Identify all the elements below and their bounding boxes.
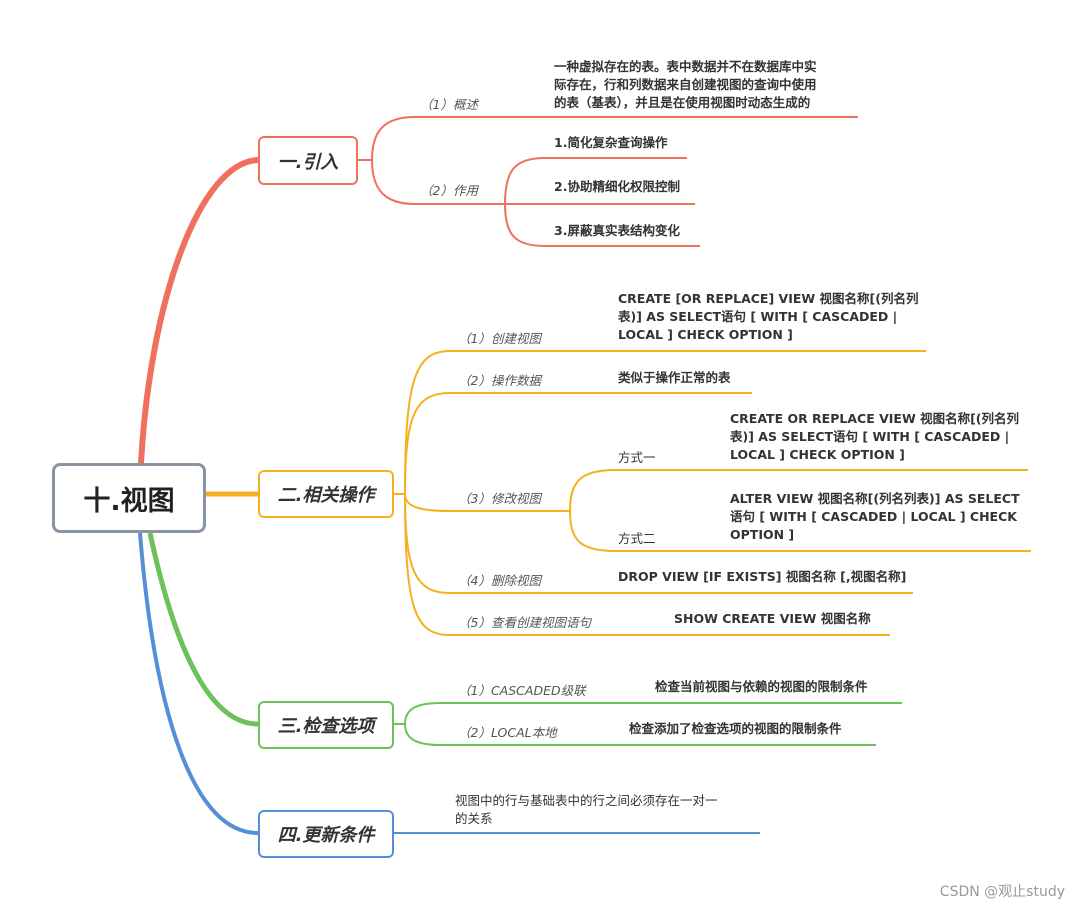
label-alter-view: （3）修改视图 — [458, 491, 541, 506]
label-overview: （1）概述 — [420, 97, 478, 112]
local-text: 检查添加了检查选项的视图的限制条件 — [629, 721, 842, 736]
label-method-1: 方式一 — [618, 450, 656, 465]
label-drop-view: （4）删除视图 — [458, 573, 541, 588]
branch-intro[interactable]: 一.引入 — [258, 136, 358, 185]
purpose-item-2: 2.协助精细化权限控制 — [554, 179, 680, 194]
root-node[interactable]: 十.视图 — [52, 463, 206, 533]
label-show-create: （5）查看创建视图语句 — [458, 615, 591, 630]
drop-view-syntax: DROP VIEW [IF EXISTS] 视图名称 [,视图名称] — [618, 569, 907, 584]
cascaded-text: 检查当前视图与依赖的视图的限制条件 — [655, 679, 868, 694]
watermark: CSDN @观止study — [939, 884, 1065, 900]
label-method-2: 方式二 — [618, 531, 656, 546]
method-2-syntax: ALTER VIEW 视图名称[(列名列表)] AS SELECT 语句 [ W… — [730, 491, 1020, 542]
label-cascaded: （1）CASCADED级联 — [458, 683, 586, 698]
overview-text: 一种虚拟存在的表。表中数据并不在数据库中实 际存在，行和列数据来自创建视图的查询… — [554, 59, 817, 110]
label-purpose: （2）作用 — [420, 183, 478, 198]
label-create-view: （1）创建视图 — [458, 331, 541, 346]
label-local: （2）LOCAL本地 — [458, 725, 557, 740]
operate-data-text: 类似于操作正常的表 — [618, 370, 731, 385]
purpose-item-1: 1.简化复杂查询操作 — [554, 135, 668, 150]
purpose-item-3: 3.屏蔽真实表结构变化 — [554, 223, 680, 238]
edge-root-b3 — [147, 532, 259, 727]
update-condition-text: 视图中的行与基础表中的行之间必须存在一对一 的关系 — [455, 793, 718, 826]
branch-operations[interactable]: 二.相关操作 — [258, 470, 394, 518]
edge-root-b4 — [138, 532, 259, 835]
edge-root-b1 — [138, 157, 261, 466]
branch-update-condition[interactable]: 四.更新条件 — [258, 810, 394, 858]
branch-check-option[interactable]: 三.检查选项 — [258, 701, 394, 749]
method-1-syntax: CREATE OR REPLACE VIEW 视图名称[(列名列 表)] AS … — [730, 411, 1020, 462]
show-create-syntax: SHOW CREATE VIEW 视图名称 — [674, 611, 871, 626]
label-operate-data: （2）操作数据 — [458, 373, 541, 388]
create-view-syntax: CREATE [OR REPLACE] VIEW 视图名称[(列名列 表)] A… — [618, 291, 919, 342]
